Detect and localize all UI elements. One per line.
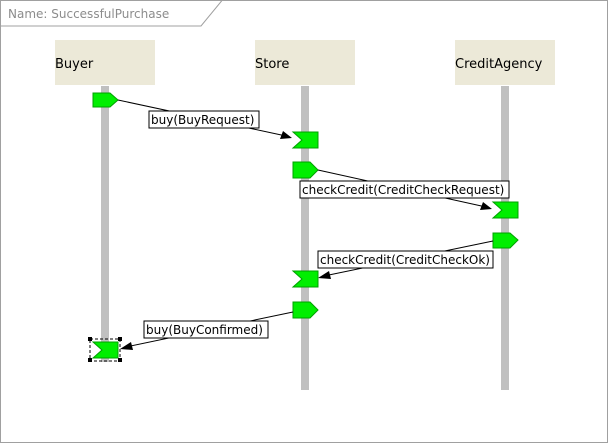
receive-port-store-3[interactable] [291, 270, 319, 288]
diagram-name: Name: SuccessfulPurchase [8, 7, 169, 21]
send-port-store-4[interactable] [292, 301, 319, 319]
message-buy-request[interactable]: buy(BuyRequest) [92, 92, 319, 149]
selection-handle-top-left[interactable] [88, 337, 92, 341]
lifeline-bar-buyer[interactable] [101, 86, 109, 362]
message-buy-confirmed[interactable]: buy(BuyConfirmed) [88, 301, 319, 362]
message-label-box-1[interactable] [148, 110, 260, 129]
lifeline-label-creditagency: CreditAgency [455, 57, 543, 72]
selection-outline [89, 338, 121, 362]
message-label-box-4[interactable] [143, 320, 269, 339]
lifeline-buyer[interactable]: Buyer [55, 40, 155, 362]
receive-port-agency-2[interactable] [491, 201, 519, 219]
lifeline-header-creditagency[interactable] [455, 40, 555, 85]
send-port-buyer-1[interactable] [92, 92, 119, 108]
selection-handle-bottom-right[interactable] [118, 358, 122, 362]
message-label-3: checkCredit(CreditCheckOk) [320, 253, 490, 267]
send-port-agency-3[interactable] [492, 232, 519, 249]
arrowhead-4 [120, 342, 133, 350]
selection-handle-bottom-left[interactable] [88, 358, 92, 362]
message-label-1: buy(BuyRequest) [151, 113, 254, 127]
lifeline-header-store[interactable] [255, 40, 355, 85]
arrowhead-2 [480, 202, 492, 210]
message-label-4: buy(BuyConfirmed) [146, 323, 263, 337]
lifeline-label-store: Store [255, 57, 289, 72]
arrowhead-1 [280, 131, 292, 139]
message-label-2: checkCredit(CreditCheckRequest) [302, 183, 504, 197]
lifeline-bar-store[interactable] [301, 86, 309, 390]
message-check-credit-ok[interactable]: checkCredit(CreditCheckOk) [291, 232, 519, 288]
selection-handle-top-right[interactable] [118, 337, 122, 341]
message-label-box-3[interactable] [317, 250, 494, 269]
lifeline-store[interactable]: Store [255, 40, 355, 390]
lifeline-label-buyer: Buyer [55, 57, 94, 72]
arrowhead-3 [318, 271, 331, 279]
diagram-name-tab [0, 0, 224, 27]
lifeline-header-buyer[interactable] [55, 40, 155, 85]
message-check-credit-request[interactable]: checkCredit(CreditCheckRequest) [292, 161, 519, 219]
message-label-box-2[interactable] [299, 180, 510, 199]
receive-port-store-1[interactable] [291, 131, 319, 149]
receive-port-buyer-4[interactable] [91, 341, 119, 359]
send-port-store-2[interactable] [292, 161, 319, 179]
